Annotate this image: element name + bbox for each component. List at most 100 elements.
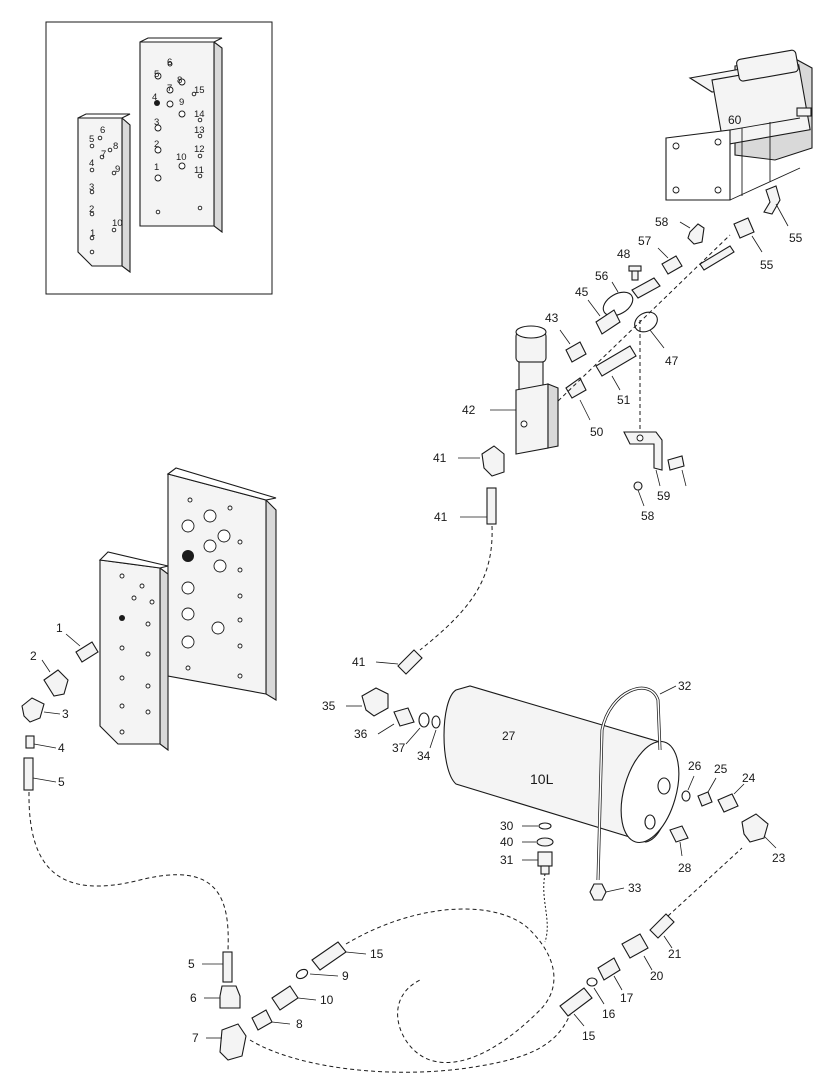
callout-33: 33 xyxy=(628,881,642,895)
callout-3: 3 xyxy=(62,707,69,721)
callout-41-upper: 41 xyxy=(434,510,448,524)
valve-43 xyxy=(515,325,559,455)
callout-9: 9 xyxy=(342,969,349,983)
callout-50: 50 xyxy=(590,425,604,439)
callout-55-top: 56 xyxy=(595,269,609,283)
inset-left-8: 8 xyxy=(113,141,118,152)
callout-46: 45 xyxy=(575,285,589,299)
tube-21 xyxy=(649,913,675,939)
fitting-52 xyxy=(733,217,755,239)
drain-valve-31 xyxy=(537,851,553,943)
inset-right-8: 8 xyxy=(177,75,182,86)
fitting-48 xyxy=(687,223,705,245)
tube-21-dash xyxy=(667,847,743,917)
callout-53: 55 xyxy=(789,231,803,245)
callout-7: 7 xyxy=(192,1031,199,1045)
callout-20: 20 xyxy=(650,969,664,983)
plug-28 xyxy=(669,825,689,843)
callout-16: 16 xyxy=(602,1007,616,1021)
ring-9 xyxy=(295,968,309,980)
tank-27 xyxy=(443,685,680,844)
callout-32: 32 xyxy=(678,679,692,693)
tube-41-lower xyxy=(397,649,423,675)
inset-right-7: 7 xyxy=(167,83,172,94)
inset-right-9: 9 xyxy=(179,97,184,108)
inset-frame xyxy=(45,21,273,295)
callout-21: 21 xyxy=(668,947,682,961)
callout-37: 37 xyxy=(392,741,406,755)
elbow-42 xyxy=(481,445,505,477)
inset-right-6: 6 xyxy=(167,57,172,68)
ring-34 xyxy=(431,715,441,729)
fitting-1 xyxy=(75,641,99,663)
inset-left-3: 3 xyxy=(89,182,94,193)
callout-56: 48 xyxy=(617,247,631,261)
fitting-20 xyxy=(621,933,649,959)
callout-40: 40 xyxy=(500,835,514,849)
callout-31: 31 xyxy=(500,853,514,867)
inset-right-11: 11 xyxy=(194,165,204,176)
tank-volume-label: 10L xyxy=(530,771,554,787)
callout-25: 25 xyxy=(714,762,728,776)
elbow-2 xyxy=(43,669,69,697)
inset-right-12: 12 xyxy=(194,144,205,155)
callout-6: 6 xyxy=(190,991,197,1005)
fitting-10 xyxy=(271,985,299,1011)
fitting-6 xyxy=(219,985,241,1009)
callout-34: 34 xyxy=(417,749,431,763)
callout-5-upper: 5 xyxy=(58,775,65,789)
callout-10: 10 xyxy=(320,993,334,1007)
inset-left-9: 9 xyxy=(115,164,120,175)
inset-left-7: 7 xyxy=(101,149,106,160)
ring-26 xyxy=(681,790,691,802)
inset-left-10: 10 xyxy=(112,218,123,229)
elbow-7 xyxy=(219,1023,247,1061)
inset-panel-right xyxy=(139,37,223,234)
callout-57: 58 xyxy=(641,509,655,523)
callout-28: 28 xyxy=(678,861,692,875)
hose-51 xyxy=(595,345,637,377)
callout-55-bottom: 47 xyxy=(665,354,679,368)
fitting-25 xyxy=(697,791,713,807)
inset-right-5: 5 xyxy=(154,69,159,80)
inset-right-13: 13 xyxy=(194,125,205,136)
inset-left-5: 5 xyxy=(89,134,94,145)
ring-37 xyxy=(418,712,430,728)
inset-left-4: 4 xyxy=(89,158,94,169)
callout-48: 58 xyxy=(655,215,669,229)
fitting-15-upper xyxy=(311,941,347,971)
callout-51: 51 xyxy=(617,393,631,407)
bolt-59 xyxy=(667,455,685,471)
motor-60 xyxy=(665,49,813,201)
inset-left-6: 6 xyxy=(100,125,105,136)
callout-27: 27 xyxy=(502,729,516,743)
callout-26: 26 xyxy=(688,759,702,773)
callout-15-lower: 15 xyxy=(582,1029,596,1043)
fitting-36 xyxy=(393,707,415,727)
callout-47: 57 xyxy=(638,234,652,248)
inset-right-3: 3 xyxy=(154,117,159,128)
elbow-23 xyxy=(741,813,769,843)
manifold-panel-right xyxy=(166,467,277,701)
manifold-panel-left xyxy=(98,551,169,752)
fitting-46 xyxy=(595,309,621,335)
callout-60: 60 xyxy=(728,113,742,127)
fitting-17 xyxy=(597,957,621,981)
inset-left-2: 2 xyxy=(89,204,94,215)
hose-segment-upper xyxy=(699,245,735,271)
callout-30: 30 xyxy=(500,819,514,833)
inset-right-14: 14 xyxy=(194,109,205,120)
inset-panel-left xyxy=(77,113,131,274)
ring-16 xyxy=(586,977,598,987)
fitting-47 xyxy=(661,255,683,275)
nut-33 xyxy=(589,883,607,901)
inset-holes-right xyxy=(154,61,203,215)
inset-holes-left xyxy=(89,135,117,255)
callout-1: 1 xyxy=(56,621,63,635)
tube-41-upper xyxy=(486,487,497,525)
fitting-24 xyxy=(717,793,739,813)
tube-5-path xyxy=(28,791,229,951)
tube-lower-path xyxy=(249,1009,573,1073)
inset-right-1: 1 xyxy=(154,162,159,173)
